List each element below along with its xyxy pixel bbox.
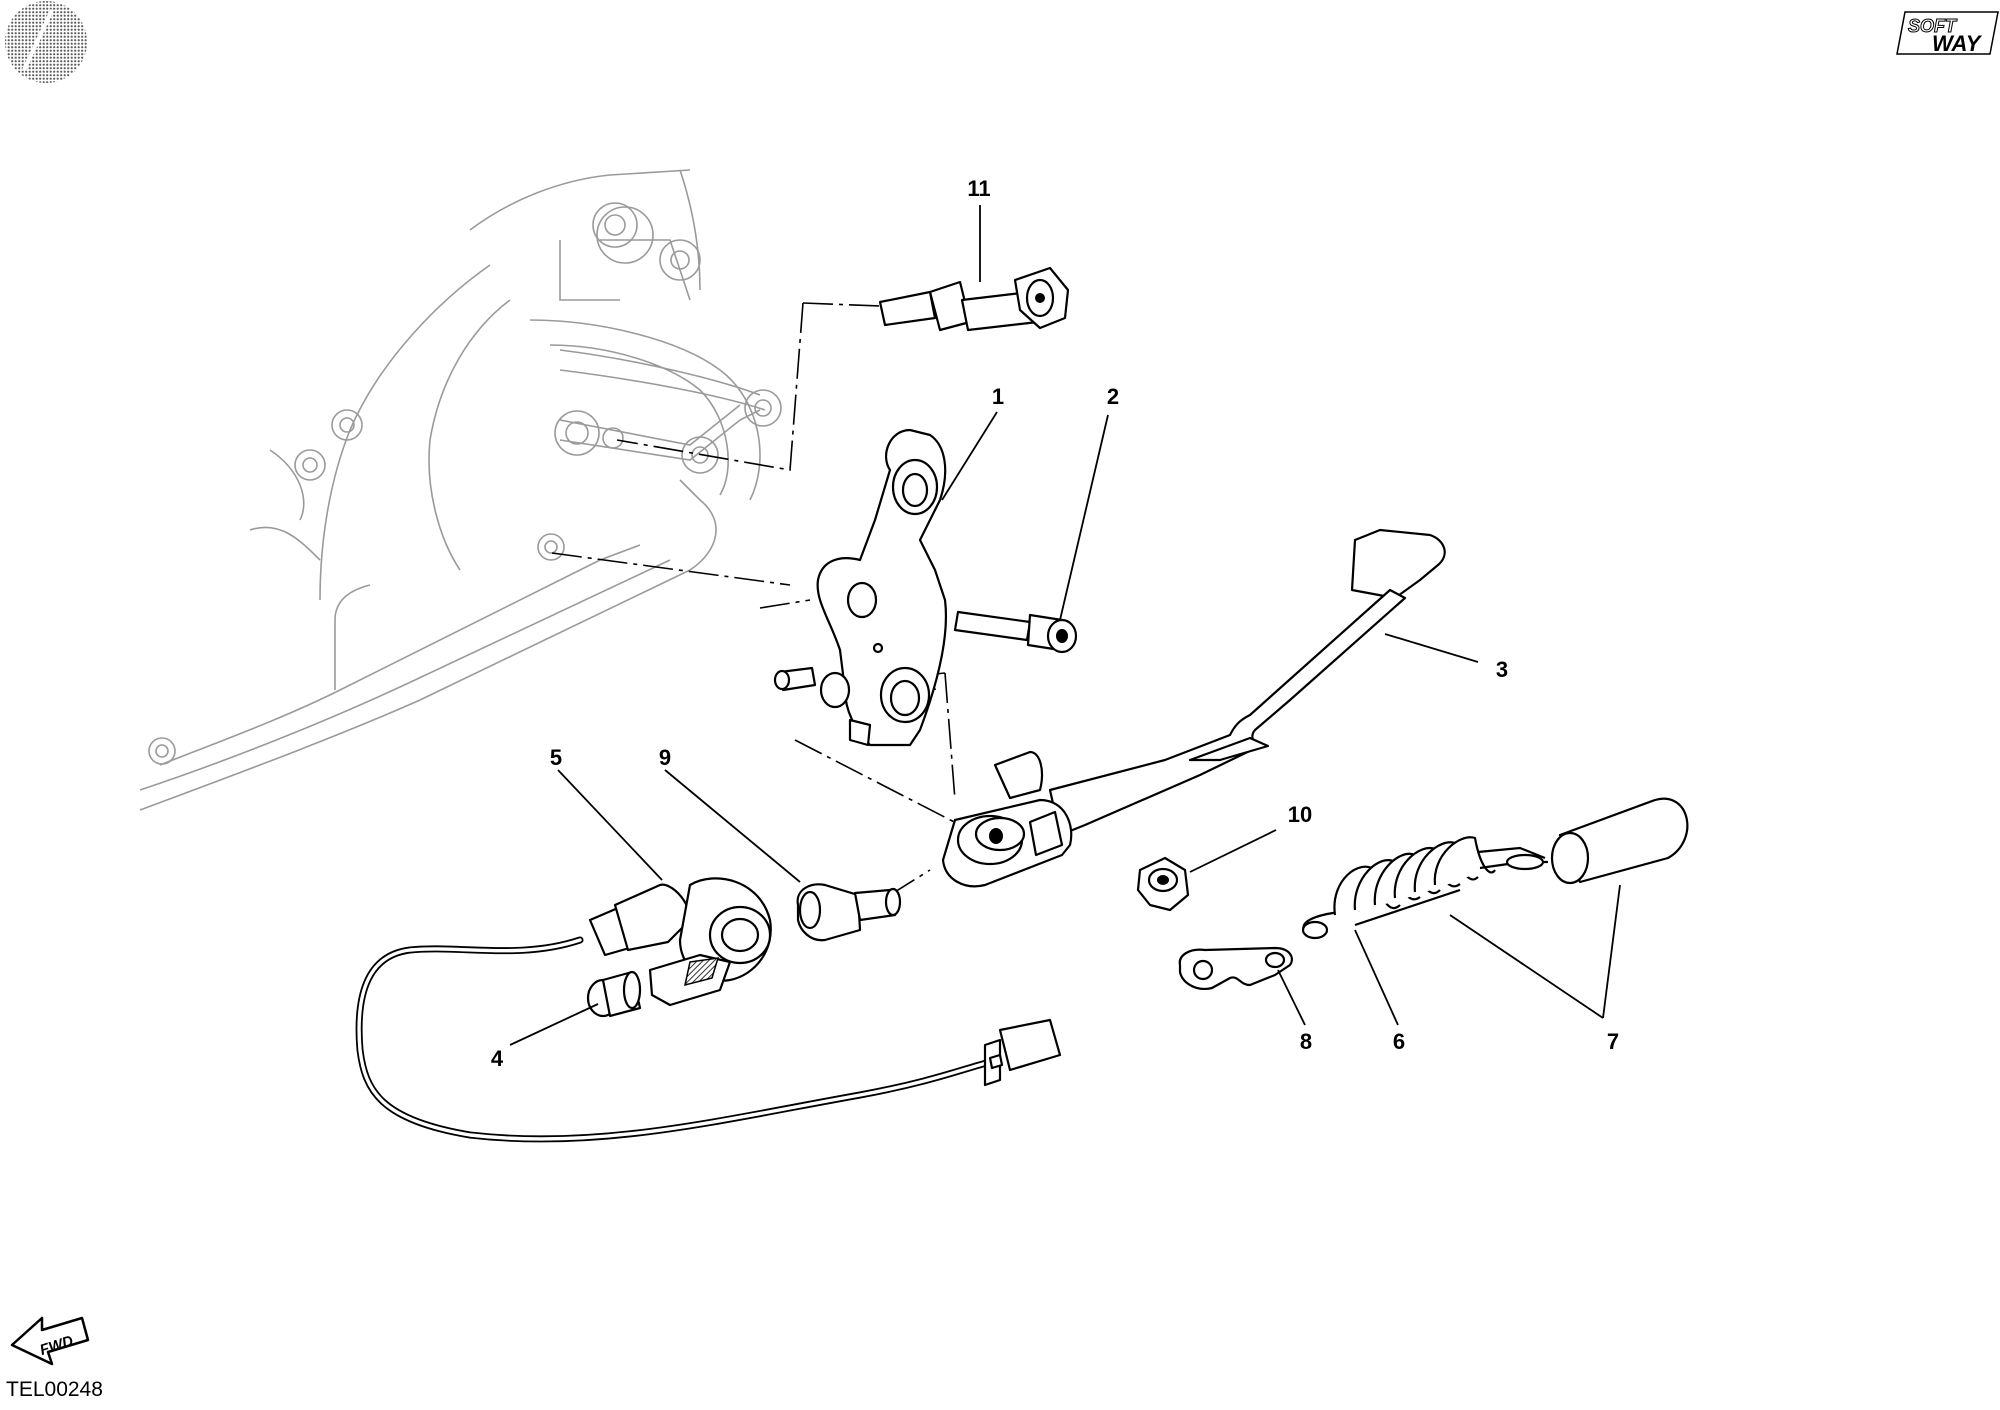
brand-dot-icon [5,1,87,83]
part-6-spring [1301,836,1548,940]
part-2-socket-bolt [953,610,1078,654]
callout-labels: 11 1 2 3 5 9 10 4 8 6 7 [491,176,1619,1071]
callout-4: 4 [491,1046,504,1071]
callout-3: 3 [1496,657,1508,682]
softway-logo-line1: SOFT [1908,16,1958,36]
part-7-sleeve-tube [1550,797,1689,885]
drawing-code: TEL00248 [6,1378,103,1401]
part-1-bracket-plate [773,428,948,747]
leader-lines [509,205,1621,1046]
part-11-stud-bolt [878,266,1070,332]
callout-5: 5 [550,745,562,770]
part-8-spring-plate [1178,946,1293,990]
part-10-nut [1136,856,1190,912]
softway-logo: SOFT WAY [1896,11,1999,56]
callout-10: 10 [1288,802,1312,827]
part-5-stand-switch [355,877,1062,1143]
callout-1: 1 [992,384,1004,409]
part-3-side-stand [941,528,1446,888]
fwd-arrow-icon: FWD [10,1316,90,1366]
part-4-switch-screw [586,970,642,1018]
callout-6: 6 [1393,1029,1405,1054]
callout-7: 7 [1607,1029,1619,1054]
engine-crankcase-ghost [139,169,782,811]
callout-11: 11 [967,176,990,201]
part-9-pivot-pin [796,883,902,942]
callout-9: 9 [659,745,671,770]
softway-logo-line2: WAY [1932,31,1983,56]
callout-2: 2 [1107,384,1119,409]
callout-8: 8 [1300,1029,1312,1054]
